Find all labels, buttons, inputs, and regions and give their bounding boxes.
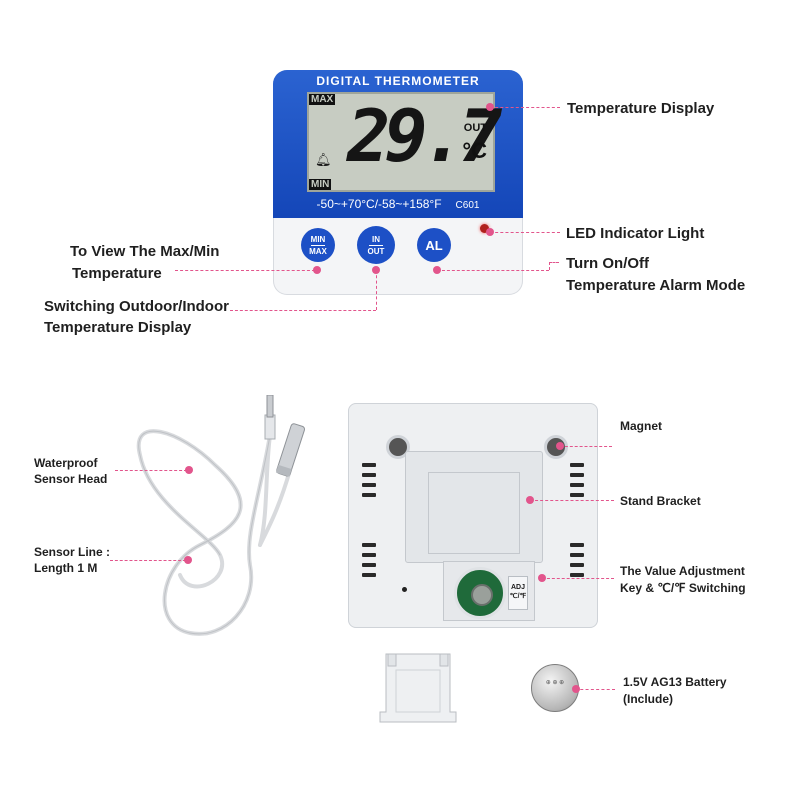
- stand-bracket: [405, 451, 543, 563]
- callout-switching-line1: Switching Outdoor/Indoor: [44, 298, 229, 315]
- minmax-button-top: MIN: [310, 234, 326, 244]
- adj-key-label-bottom: ℃/℉: [509, 593, 527, 600]
- callout-alarm-mode-line1: Turn On/Off: [566, 255, 650, 272]
- callout-led-indicator: LED Indicator Light: [566, 225, 705, 242]
- inout-button-top: IN: [372, 234, 380, 244]
- adj-key-label-top: ADJ: [510, 584, 525, 591]
- callout-adjust-line1: The Value Adjustment: [620, 564, 745, 578]
- model-label: C601: [455, 200, 480, 211]
- alarm-button[interactable]: AL: [417, 228, 451, 262]
- callout-alarm-mode-line2: Temperature Alarm Mode: [566, 277, 746, 294]
- callout-battery-line1: 1.5V AG13 Battery: [623, 675, 727, 689]
- led-indicator: [480, 224, 489, 233]
- device-title: DIGITAL THERMOMETER: [316, 74, 480, 88]
- thermometer-back: ADJ ℃/℉: [348, 403, 598, 628]
- callout-temperature-display: Temperature Display: [567, 100, 715, 117]
- stand-piece: [379, 653, 457, 723]
- range-label: -50~+70°C/-58~+158°F: [316, 197, 442, 211]
- lcd-temperature: 29.7: [347, 94, 502, 178]
- lcd-unit: °C: [462, 138, 487, 163]
- callout-switching-line2: Temperature Display: [44, 319, 192, 336]
- inout-button-bottom: OUT: [367, 246, 385, 256]
- inout-button[interactable]: IN OUT: [357, 226, 395, 264]
- minmax-button[interactable]: MIN MAX: [301, 228, 335, 262]
- lcd-min-tag: MIN: [309, 179, 332, 190]
- lcd-display: MAX MIN 🔔︎ 29.7 OUT °C: [307, 92, 502, 192]
- callout-maxmin-line2: Temperature: [72, 265, 162, 282]
- alarm-bell-icon: 🔔︎: [315, 152, 332, 167]
- callout-adjust-line2: Key & ℃/℉ Switching: [620, 581, 746, 595]
- coin-battery-engraving: ⊕ ⊕ ⊕: [545, 680, 565, 686]
- callout-sensor-line-line2: Length 1 M: [34, 561, 98, 575]
- callout-magnet: Magnet: [620, 419, 662, 433]
- callout-sensor-line-line1: Sensor Line :: [34, 545, 111, 559]
- sensor-cable: [136, 395, 306, 636]
- callout-waterproof-line2: Sensor Head: [34, 472, 108, 486]
- lcd-out-tag: OUT: [463, 122, 487, 134]
- callout-waterproof-line1: Waterproof: [34, 456, 98, 470]
- range-text: -50~+70°C/-58~+158°F C601: [273, 197, 523, 211]
- thermometer-front: DIGITAL THERMOMETER MAX MIN 🔔︎ 29.7 OUT …: [273, 70, 523, 295]
- adj-key[interactable]: ADJ ℃/℉: [508, 576, 528, 610]
- battery-slot: [454, 567, 506, 619]
- callout-stand-bracket: Stand Bracket: [620, 494, 701, 508]
- lcd-max-tag: MAX: [309, 94, 336, 105]
- callout-battery-line2: (Include): [623, 692, 673, 706]
- battery-compartment: ADJ ℃/℉: [443, 561, 535, 621]
- minmax-button-bottom: MAX: [309, 246, 327, 256]
- coin-battery: ⊕ ⊕ ⊕: [531, 664, 579, 712]
- callout-maxmin-line1: To View The Max/Min: [70, 243, 220, 260]
